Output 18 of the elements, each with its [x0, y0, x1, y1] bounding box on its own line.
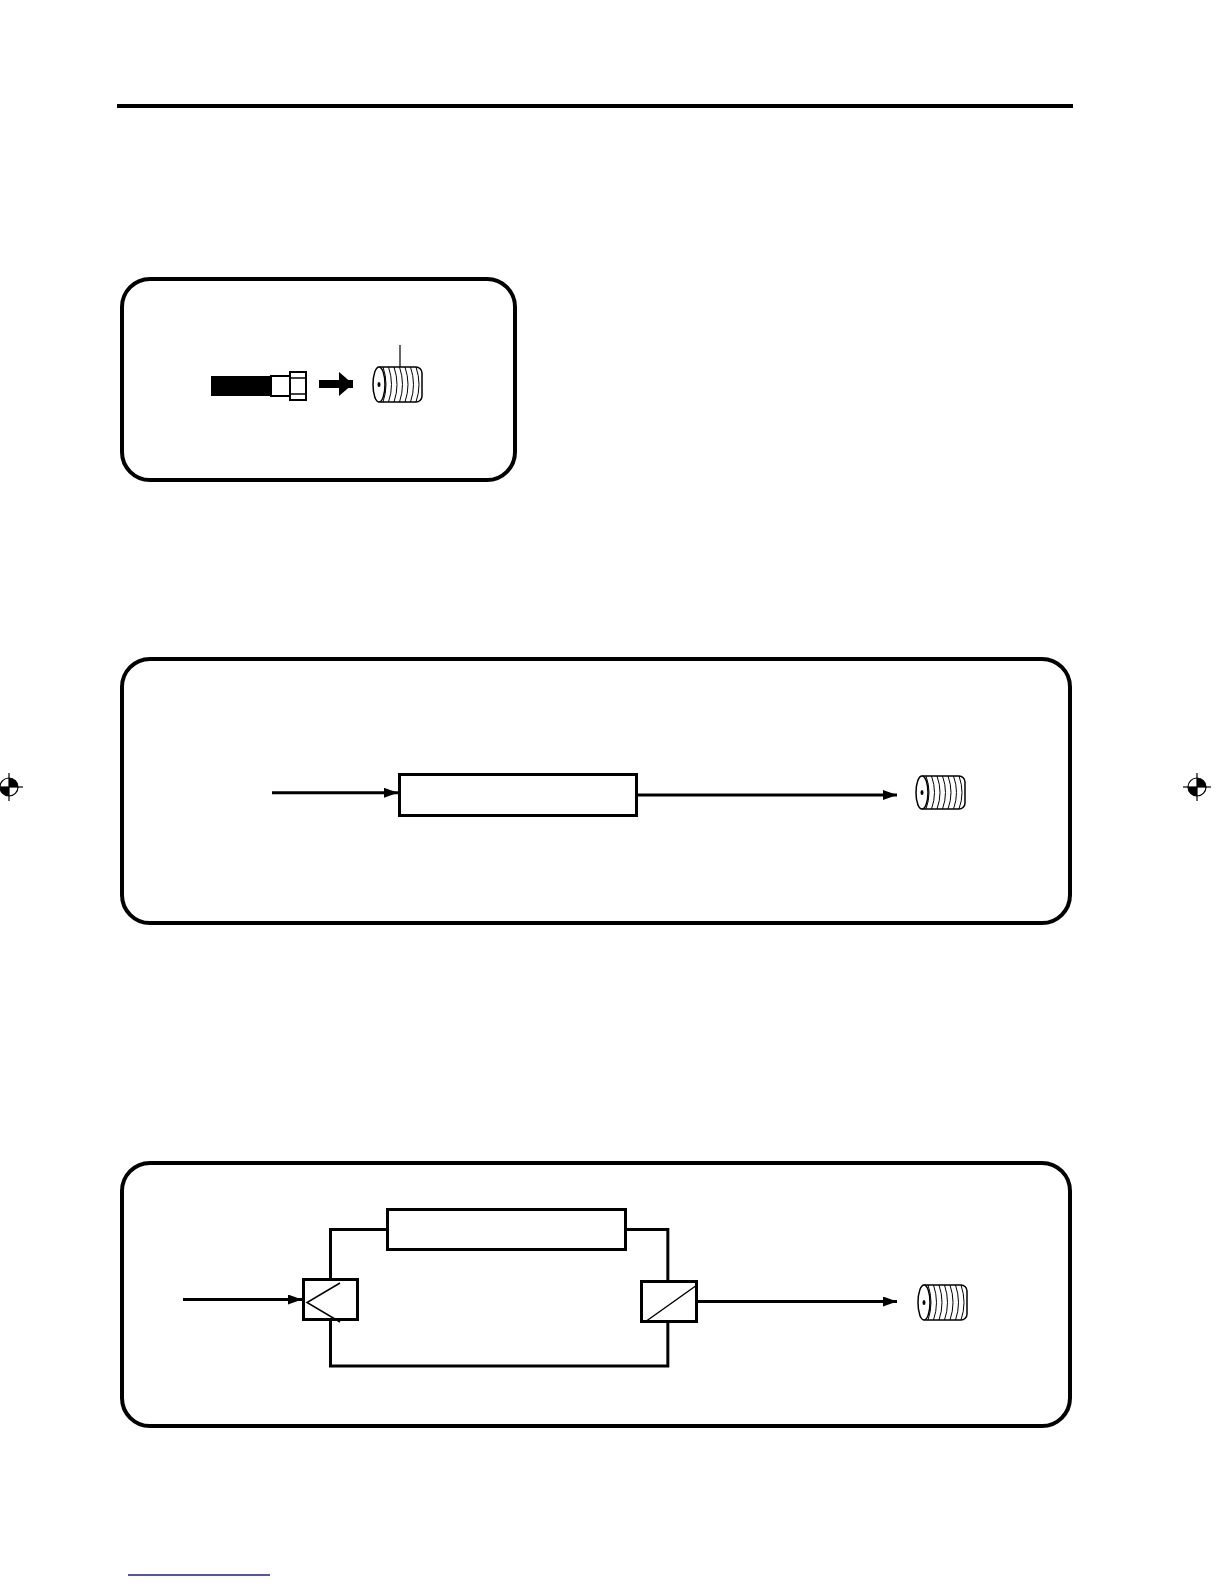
connector-line	[329, 1321, 670, 1368]
diagram-panel	[120, 657, 1072, 925]
arrow	[272, 787, 398, 798]
combiner-box	[640, 1280, 698, 1323]
arrow	[638, 790, 897, 800]
arrow	[183, 1294, 302, 1305]
device-box	[386, 1208, 627, 1251]
splitter-box	[302, 1278, 359, 1321]
connector-line	[627, 1228, 670, 1280]
antenna-terminal-drawing	[916, 1284, 969, 1321]
antenna-terminal-drawing	[914, 775, 967, 810]
connector-line	[329, 1228, 386, 1278]
diagram-panel	[120, 277, 517, 482]
device-box	[398, 773, 638, 817]
diagram-panel	[120, 1161, 1072, 1428]
arrow	[698, 1296, 897, 1307]
antenna-terminal-drawing	[371, 366, 424, 403]
cable-plug-drawing	[210, 370, 308, 401]
